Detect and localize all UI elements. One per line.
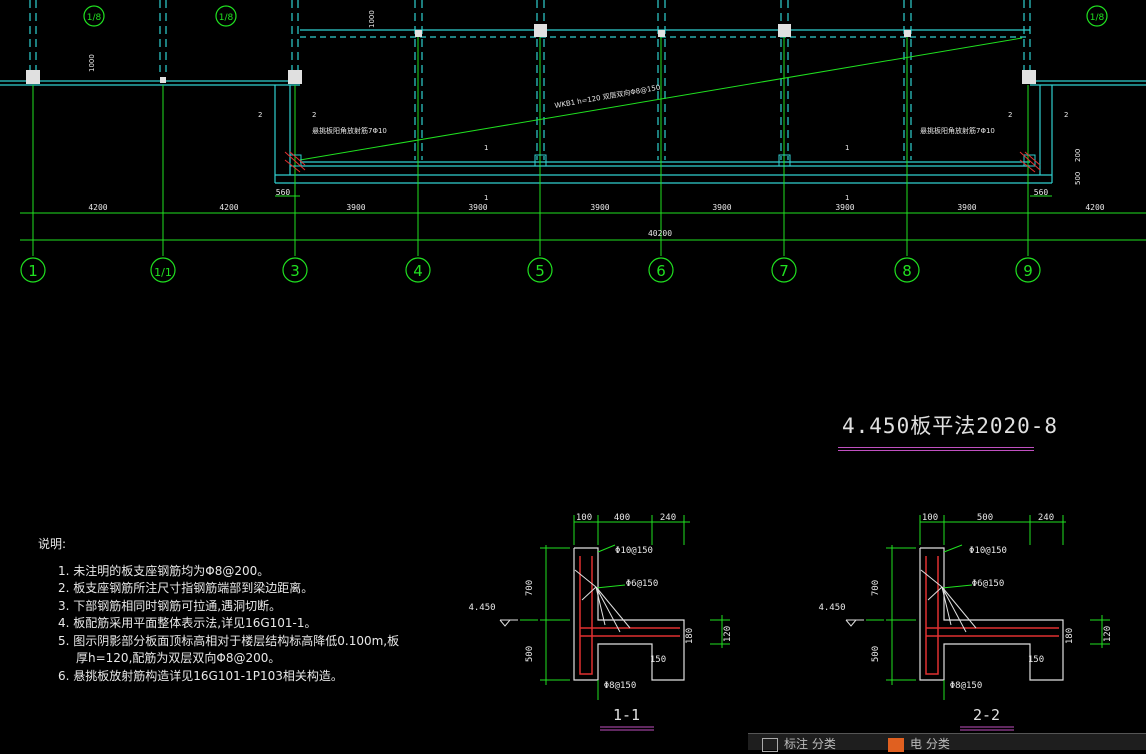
span-dim: 560 [1034, 188, 1049, 197]
note-item: 1. 未注明的板支座钢筋均为Φ8@200。 [58, 563, 270, 578]
slab-mark: 2 [1064, 111, 1068, 119]
rebar-label: Φ8@150 [950, 681, 983, 691]
axis-bubbles [20, 5, 1108, 283]
dim-text: 400 [614, 513, 630, 523]
taskbar-item-annotation[interactable]: 标注 分类 [762, 734, 836, 752]
rebar-label: Φ10@150 [969, 546, 1007, 556]
slab-mark: 1 [484, 194, 488, 202]
layer-icon [762, 737, 778, 752]
note-item: 3. 下部钢筋相同时钢筋可拉通,遇洞切断。 [58, 598, 282, 613]
total-span: 40200 [648, 229, 672, 238]
slab-mark: 1 [845, 144, 849, 152]
drawing-title: 4.450板平法2020-8 [842, 414, 1059, 438]
dim-text: 150 [1028, 655, 1044, 665]
rebar-label: Φ8@150 [604, 681, 637, 691]
dim-text: 700 [525, 580, 535, 596]
axis-label: 1/1 [154, 266, 172, 279]
title-underline [838, 447, 1034, 448]
dim-text: 100 [576, 513, 592, 523]
slab-mark: 2 [258, 111, 262, 119]
top-axis-label: 1/8 [219, 13, 234, 23]
section-2-2: 100 500 240 700 500 4.450 Φ10@150 Φ6@150… [818, 513, 1113, 700]
top-axis-label: 1/8 [1090, 13, 1105, 23]
rebar-label: Φ6@150 [972, 579, 1005, 589]
span-dim: 3900 [590, 203, 609, 212]
notes-header: 说明: [38, 537, 67, 551]
slab-mark: 2 [312, 111, 316, 119]
section-1-1: 100 400 240 700 500 4.450 Φ10@150 Φ6@150… [468, 513, 733, 700]
dim-text: 500 [525, 646, 535, 662]
note-item: 4. 板配筋采用平面整体表示法,详见16G101-1。 [58, 616, 317, 630]
elevation: 4.450 [818, 603, 845, 613]
taskbar: 标注 分类 电 分类 [748, 733, 1146, 752]
title-underline [838, 450, 1034, 451]
dim-200: 200 [1074, 149, 1082, 162]
axis-label: 5 [535, 262, 545, 280]
axis-label: 9 [1023, 262, 1033, 280]
note-item: 2. 板支座钢筋所注尺寸指钢筋端部到梁边距离。 [58, 581, 314, 595]
span-dim: 3900 [346, 203, 365, 212]
span-dim: 560 [276, 188, 291, 197]
axis-label: 1 [28, 262, 38, 280]
dim-1000: 1000 [88, 54, 96, 72]
cantilever-note: 悬挑板阳角放射筋7Φ10 [920, 126, 995, 135]
span-dim: 4200 [1085, 203, 1104, 212]
axis-label: 4 [413, 262, 423, 280]
top-axis-label: 1/8 [87, 13, 102, 23]
taskbar-label: 标注 分类 [784, 737, 836, 751]
notes-block: 说明: 1. 未注明的板支座钢筋均为Φ8@200。 2. 板支座钢筋所注尺寸指钢… [38, 536, 399, 685]
slab-mark: 1 [484, 144, 488, 152]
dim-text: 240 [1038, 513, 1054, 523]
taskbar-label: 电 分类 [910, 737, 950, 751]
note-item-cont: 厚h=120,配筋为双层双向Φ8@200。 [76, 651, 281, 665]
rebar-label: Φ10@150 [615, 546, 653, 556]
note-item: 5. 图示阴影部分板面顶标高相对于楼层结构标高降低0.100m,板 [58, 633, 400, 648]
span-dim: 4200 [219, 203, 238, 212]
dim-text: 240 [660, 513, 676, 523]
axis-label: 3 [290, 262, 300, 280]
span-dim: 3900 [957, 203, 976, 212]
column-squares [26, 24, 1036, 84]
slab-mark: 1 [845, 194, 849, 202]
dim-text: 100 [922, 513, 938, 523]
span-dim: 4200 [88, 203, 107, 212]
section-label: 2-2 [973, 706, 1001, 724]
layer-icon [888, 737, 904, 752]
dim-text: 150 [650, 655, 666, 665]
section-label: 1-1 [613, 706, 641, 724]
dim-text: 120 [1103, 626, 1113, 642]
note-item: 6. 悬挑板放射筋构造详见16G101-1P103相关构造。 [58, 668, 343, 683]
span-dim: 3900 [835, 203, 854, 212]
dim-text: 500 [871, 646, 881, 662]
slab-mark: 2 [1008, 111, 1012, 119]
axis-label: 6 [656, 262, 666, 280]
axis-lines [20, 37, 1146, 256]
dim-text: 700 [871, 580, 881, 596]
cantilever-note: 悬挑板阳角放射筋7Φ10 [312, 126, 387, 135]
corner-hatch [284, 151, 1041, 173]
elevation: 4.450 [468, 603, 495, 613]
dim-text: 120 [723, 626, 733, 642]
axis-label: 8 [902, 262, 912, 280]
dim-500: 500 [1074, 172, 1082, 185]
span-dim: 3900 [712, 203, 731, 212]
dim-text: 500 [977, 513, 993, 523]
dim-1000: 1000 [368, 10, 376, 28]
axis-label: 7 [779, 262, 789, 280]
span-dim: 3900 [468, 203, 487, 212]
rebar-label: Φ6@150 [626, 579, 659, 589]
dim-text: 180 [685, 628, 695, 644]
dim-text: 180 [1065, 628, 1075, 644]
taskbar-item-electric[interactable]: 电 分类 [888, 734, 950, 752]
